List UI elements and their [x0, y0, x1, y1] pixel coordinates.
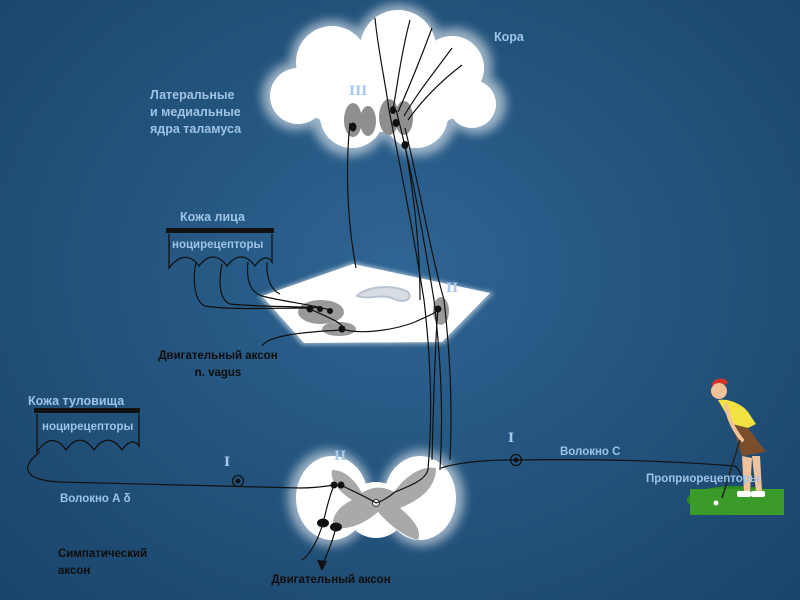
level-i-left-label: I — [224, 455, 230, 470]
thalamus-label-line2: и медиальные — [150, 105, 241, 119]
sympathetic-label-line2: аксон — [58, 565, 90, 577]
level-ii-spinal-label: II — [334, 449, 346, 464]
vagus-label-line2: n. vagus — [195, 367, 242, 379]
thalamus-label-line3: ядра таламуса — [150, 122, 242, 136]
brainstem-section — [258, 262, 494, 345]
golfer-illustration — [687, 378, 784, 515]
proprioceptors-label: Проприорецепторы — [646, 473, 760, 485]
level-i-right-label: I — [508, 431, 514, 446]
vagus-label-line1: Двигательный аксон — [158, 350, 277, 362]
trunk-skin — [34, 408, 140, 455]
fiber-a-delta-label: Волокно А δ — [60, 493, 131, 505]
sympathetic-label-line1: Симпатический — [58, 548, 147, 560]
level-ii-brainstem-label: II — [446, 281, 458, 296]
dorsal-root-ganglia — [231, 453, 523, 488]
face-nociceptors-label: ноцирецепторы — [172, 239, 263, 251]
motor-axon-arrow — [317, 560, 327, 571]
fiber-c-label: Волокно С — [560, 446, 620, 458]
nerve-fibres — [27, 17, 742, 567]
face-skin — [166, 228, 274, 270]
face-skin-label: Кожа лица — [180, 210, 246, 224]
spinal-cord-section — [288, 450, 464, 546]
cortex-label: Кора — [494, 30, 525, 44]
thalamus-label-line1: Латеральные — [150, 88, 235, 102]
level-iii-label: III — [349, 84, 367, 99]
trunk-skin-label: Кожа туловища — [28, 394, 125, 408]
trunk-nociceptors-label: ноцирецепторы — [42, 421, 133, 433]
motor-axon-label: Двигательный аксон — [271, 574, 390, 586]
